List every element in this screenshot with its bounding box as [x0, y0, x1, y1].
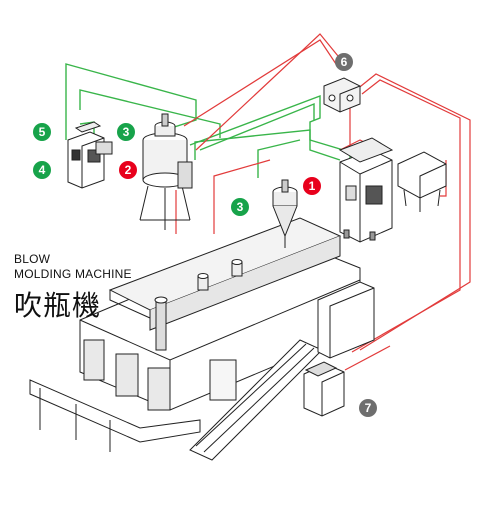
- preform-conveyor: [189, 339, 323, 461]
- hopper-dryer: [139, 132, 193, 230]
- title-line-1: BLOW: [14, 252, 51, 266]
- title-chinese: 吹瓶機: [14, 289, 102, 322]
- badge-3-machine: 3: [231, 198, 249, 216]
- badge-4-circle: [33, 161, 51, 179]
- title-line-2: MOLDING MACHINE: [14, 267, 132, 281]
- badge-1: 1: [303, 177, 321, 195]
- dehumidifier-dryer: [338, 137, 394, 243]
- badge-5: 5: [33, 123, 51, 141]
- outfeed-conveyor: [29, 379, 201, 452]
- hopper-loader-machine: [272, 179, 298, 248]
- badge-7-label: 7: [365, 401, 372, 415]
- badge-1-circle: [303, 177, 321, 195]
- badge-3a-circle: [117, 123, 135, 141]
- badge-3b-label: 3: [237, 200, 244, 214]
- badge-7-circle: [359, 399, 377, 417]
- mixer-unit: [67, 121, 113, 189]
- badge-2-label: 2: [125, 163, 132, 177]
- badge-6: 6: [335, 53, 353, 71]
- badge-4-label: 4: [39, 163, 46, 177]
- badge-6-label: 6: [341, 55, 348, 69]
- red-pipes: [175, 33, 471, 371]
- badge-3b-circle: [231, 198, 249, 216]
- blower-unit: [323, 77, 361, 113]
- badge-5-label: 5: [39, 125, 46, 139]
- control-cabinet: [317, 281, 375, 359]
- badge-6-circle: [335, 53, 353, 71]
- hopper-loader-top: [154, 113, 176, 137]
- storage-bin: [397, 151, 447, 212]
- badge-4: 4: [33, 161, 51, 179]
- badge-3a-label: 3: [123, 125, 130, 139]
- badge-1-label: 1: [309, 179, 316, 193]
- crusher-unit: [303, 361, 345, 417]
- badge-5-circle: [33, 123, 51, 141]
- badge-3-top: 3: [117, 123, 135, 141]
- badge-2-circle: [119, 161, 137, 179]
- badge-7: 7: [359, 399, 377, 417]
- badge-2: 2: [119, 161, 137, 179]
- green-pipes: [65, 63, 351, 178]
